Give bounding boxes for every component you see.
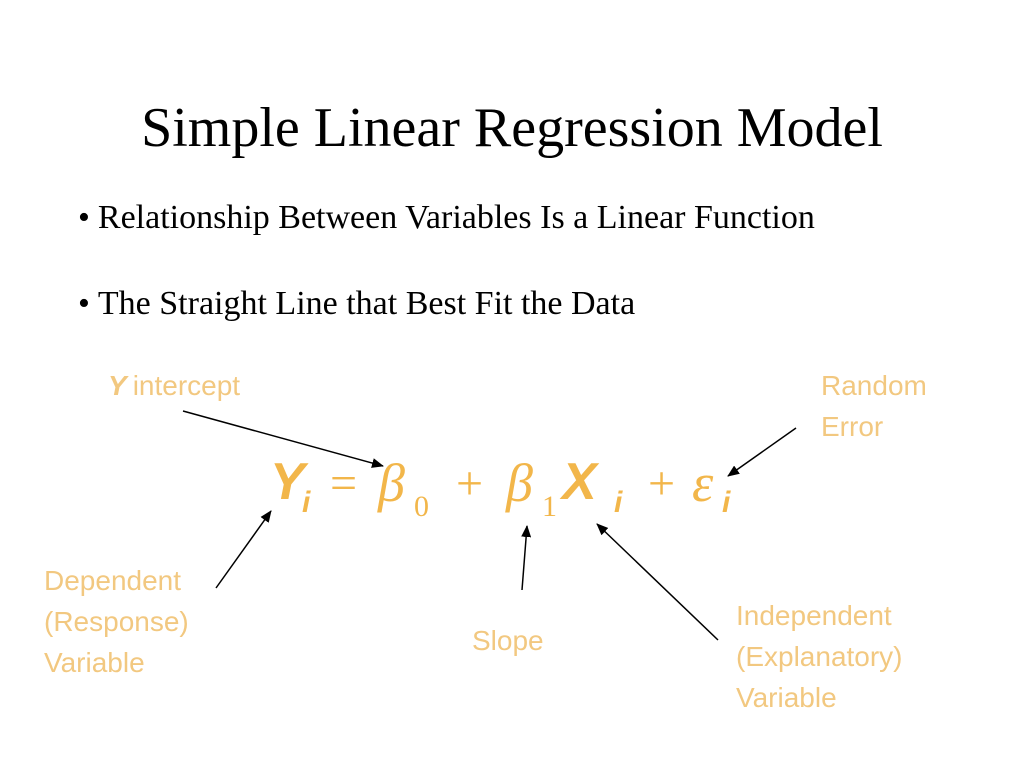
bullet-text: The Straight Line that Best Fit the Data — [97, 285, 636, 322]
bullet-text: Relationship Between Variables Is a Line… — [97, 199, 815, 236]
label-line: Independent — [736, 600, 892, 631]
eq-beta-one: β — [506, 453, 533, 513]
y-intercept-letter: Y — [108, 370, 127, 401]
dependent-variable-arrow — [215, 510, 272, 589]
bullet-item: •The Straight Line that Best Fit the Dat… — [78, 287, 635, 321]
eq-subscript-1: 1 — [542, 490, 557, 523]
eq-subscript-0: 0 — [414, 490, 429, 523]
label-line: Slope — [472, 625, 544, 656]
y-intercept-text: intercept — [132, 370, 241, 401]
label-line: Dependent — [44, 565, 182, 596]
random-error-arrow — [727, 427, 797, 477]
regression-equation: Y i = β 0 + β 1 X i + ε i — [268, 450, 758, 530]
slope-arrow — [521, 525, 532, 591]
eq-subscript-i: i — [614, 486, 623, 519]
eq-plus-sign: + — [456, 457, 484, 510]
eq-independent-variable: X — [562, 453, 597, 511]
label-line: (Explanatory) — [736, 641, 903, 672]
label-line: Variable — [736, 682, 837, 713]
slope-label: Slope — [472, 620, 544, 661]
slide-title: Simple Linear Regression Model — [141, 97, 883, 159]
bullet-symbol: • — [78, 199, 90, 236]
eq-equals-sign: = — [330, 457, 358, 510]
dependent-variable-label: Dependent (Response) Variable — [44, 560, 189, 683]
eq-error-term: ε — [692, 453, 714, 513]
label-line: Random — [821, 370, 927, 401]
label-line: Variable — [44, 647, 145, 678]
eq-plus-sign: + — [648, 457, 676, 510]
bullet-symbol: • — [78, 285, 90, 322]
independent-variable-arrow — [596, 523, 719, 641]
eq-subscript-i: i — [722, 486, 731, 519]
independent-variable-label: Independent (Explanatory) Variable — [736, 595, 903, 718]
eq-dependent-variable: Y — [270, 453, 305, 511]
eq-subscript-i: i — [302, 486, 311, 519]
random-error-label: Random Error — [821, 365, 927, 447]
label-line: Error — [821, 411, 884, 442]
label-line: (Response) — [44, 606, 189, 637]
y-intercept-arrow — [182, 410, 384, 468]
bullet-item: •Relationship Between Variables Is a Lin… — [78, 201, 815, 235]
